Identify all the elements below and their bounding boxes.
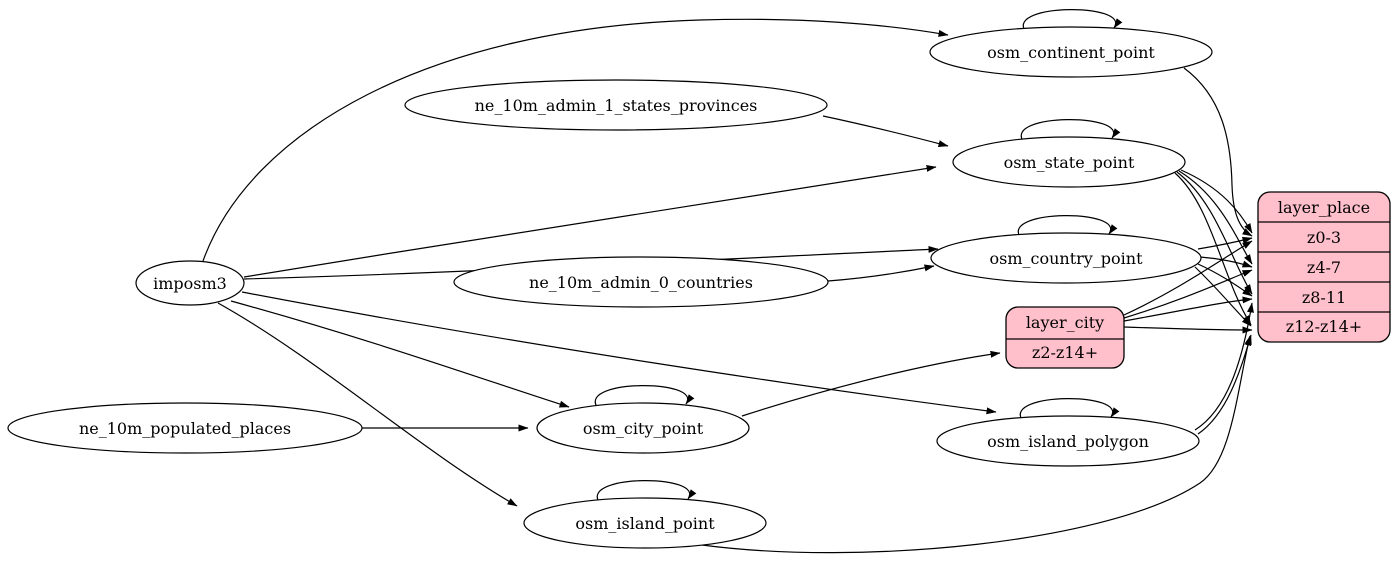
node-osm_island_point: osm_island_point — [523, 497, 767, 549]
edge-layer_city-to-layer_place-z8-11 — [1123, 296, 1253, 322]
edge-osm_state_point-to-layer_place-z12-z14 — [1174, 172, 1252, 326]
table-layer_place-row-z0-3: z0-3 — [1307, 228, 1341, 247]
edge-osm_continent_point-to-layer_place-z0-3 — [1183, 67, 1253, 237]
edge-imposm3-to-osm_island_polygon — [241, 291, 997, 415]
edge-osm_island_point-self-loop — [596, 480, 697, 503]
node-ne_10m_populated_places-label: ne_10m_populated_places — [79, 419, 291, 438]
edge-osm_country_point-self-loop — [1017, 215, 1118, 238]
edge-osm_state_point-to-layer_place-z0-3 — [1180, 169, 1253, 234]
node-osm_city_point: osm_city_point — [536, 402, 750, 454]
edge-imposm3-to-osm_city_point — [230, 300, 570, 408]
node-imposm3-shape — [135, 260, 245, 306]
edge-osm_country_point-to-layer_place-z4-7 — [1199, 256, 1253, 268]
table-layer_place-title: layer_place — [1278, 198, 1370, 217]
table-layer_city-row-z2-z14: z2-z14+ — [1032, 343, 1098, 362]
table-layer_city-title: layer_city — [1026, 313, 1104, 332]
edge-osm_island_point-to-layer_place-z12-z14 — [701, 335, 1252, 554]
node-ne_10m_admin_1_states_provinces: ne_10m_admin_1_states_provinces — [404, 79, 828, 131]
edge-osm_state_point-to-layer_place-z8-11 — [1176, 171, 1253, 295]
edge-osm_city_point-to-layer_city-z2-z14 — [741, 350, 1001, 417]
node-ne_10m_admin_1_states_provinces-shape — [404, 79, 828, 131]
table-layer_place-box — [1257, 191, 1391, 343]
edge-osm_island_polygon-self-loop — [1019, 398, 1120, 421]
node-osm_continent_point-label: osm_continent_point — [987, 43, 1155, 62]
node-osm_country_point: osm_country_point — [930, 232, 1202, 284]
edge-osm_state_point-self-loop — [1020, 119, 1121, 142]
node-ne_10m_populated_places-shape — [7, 402, 363, 454]
node-osm_city_point-label: osm_city_point — [583, 419, 704, 438]
edge-osm_continent_point-self-loop — [1022, 9, 1123, 32]
node-osm_state_point: osm_state_point — [952, 136, 1186, 188]
node-ne_10m_admin_0_countries: ne_10m_admin_0_countries — [453, 256, 829, 308]
node-osm_continent_point-shape — [929, 26, 1213, 78]
table-layer_place-row-z4-7: z4-7 — [1307, 258, 1341, 277]
edge-osm_country_point-to-layer_place-z8-11 — [1197, 263, 1253, 297]
node-osm_island_polygon-label: osm_island_polygon — [987, 432, 1149, 451]
edge-osm_city_point-self-loop — [594, 385, 695, 408]
edge-imposm3-to-osm_island_point — [217, 302, 518, 507]
edge-layer_city-to-layer_place-z12-z14 — [1123, 326, 1253, 334]
node-imposm3-label: imposm3 — [153, 274, 227, 293]
node-osm_country_point-shape — [930, 232, 1202, 284]
table-layer_city-box — [1005, 306, 1125, 369]
edge-osm_country_point-to-layer_place-z12-z14 — [1194, 266, 1252, 327]
node-imposm3: imposm3 — [135, 260, 245, 306]
node-osm_city_point-shape — [536, 402, 750, 454]
node-osm_country_point-label: osm_country_point — [989, 249, 1143, 268]
node-osm_state_point-label: osm_state_point — [1004, 153, 1135, 172]
edge-imposm3-to-osm_continent_point — [202, 18, 949, 262]
edge-ne_10m_admin_0_countries-to-osm_country_point — [827, 264, 935, 282]
node-osm_island_point-shape — [523, 497, 767, 549]
node-osm_continent_point: osm_continent_point — [929, 26, 1213, 78]
node-osm_island_polygon-shape — [936, 415, 1200, 467]
node-osm_island_polygon: osm_island_polygon — [936, 415, 1200, 467]
edge-ne_10m_admin_1_states_provinces-to-osm_state_point — [822, 115, 949, 147]
node-osm_island_point-label: osm_island_point — [575, 514, 715, 533]
edge-osm_island_polygon-to-layer_place-z8-11 — [1194, 302, 1254, 431]
table-layer_place-row-z12-z14: z12-z14+ — [1286, 317, 1362, 336]
edge-osm_country_point-to-layer_place-z0-3 — [1197, 236, 1253, 250]
node-ne_10m_populated_places: ne_10m_populated_places — [7, 402, 363, 454]
node-ne_10m_admin_0_countries-shape — [453, 256, 829, 308]
table-layer_city: layer_city z2-z14+ — [1005, 306, 1125, 369]
table-layer_place: layer_place z0-3 z4-7 z8-11 z12-z14+ — [1257, 191, 1391, 343]
node-ne_10m_admin_0_countries-label: ne_10m_admin_0_countries — [529, 273, 753, 292]
edge-imposm3-to-osm_state_point — [243, 165, 937, 278]
edge-layer_city-to-layer_place-z4-7 — [1123, 269, 1253, 319]
table-layer_place-row-z8-11: z8-11 — [1302, 288, 1346, 307]
node-osm_state_point-shape — [952, 136, 1186, 188]
edge-osm_state_point-to-layer_place-z4-7 — [1178, 170, 1253, 265]
edge-layer_city-to-layer_place-z0-3 — [1123, 240, 1253, 316]
node-ne_10m_admin_1_states_provinces-label: ne_10m_admin_1_states_provinces — [475, 96, 758, 115]
